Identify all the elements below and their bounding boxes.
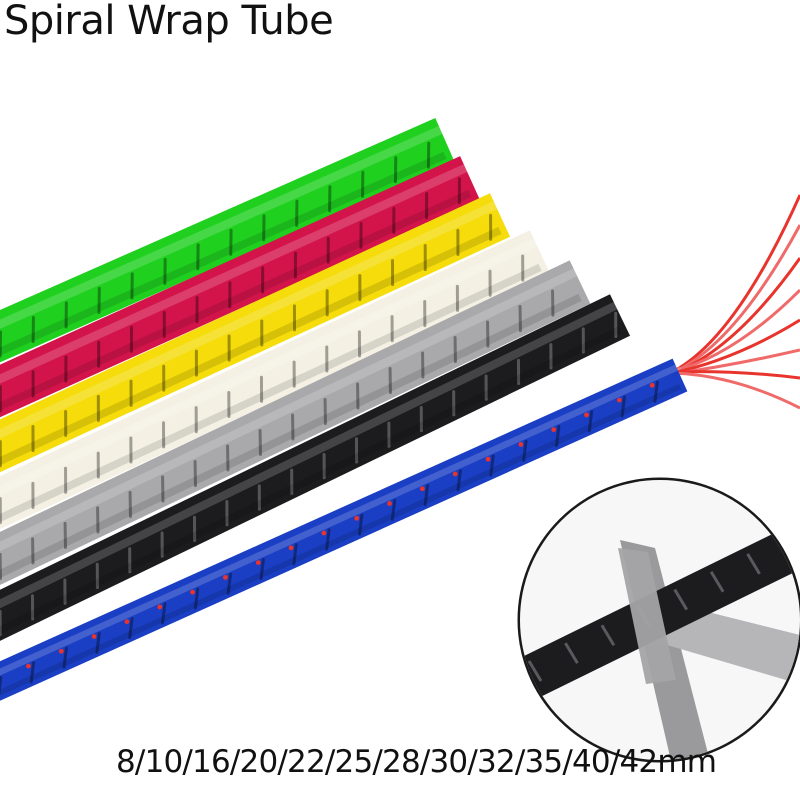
wire-glimpse bbox=[354, 515, 360, 521]
wire-strand bbox=[671, 224, 800, 375]
spiral-slit bbox=[653, 380, 659, 403]
spiral-slit bbox=[62, 646, 68, 669]
wire-strand bbox=[671, 318, 800, 375]
tube-gray bbox=[0, 260, 591, 586]
wire-glimpse bbox=[255, 560, 261, 566]
tube-black bbox=[0, 294, 631, 641]
spiral-slit bbox=[226, 572, 233, 595]
wire-glimpse bbox=[222, 574, 228, 580]
wire-glimpse bbox=[452, 471, 458, 477]
wire-glimpse bbox=[419, 486, 425, 492]
exposed-wires bbox=[671, 194, 800, 410]
spiral-slit bbox=[390, 498, 397, 521]
spiral-slit bbox=[522, 439, 528, 462]
spiral-slit bbox=[29, 661, 36, 684]
spiral-slit bbox=[673, 588, 689, 611]
wire-glimpse bbox=[551, 427, 557, 433]
spiral-slit bbox=[587, 410, 594, 433]
wire-glimpse bbox=[26, 663, 31, 669]
spiral-slit bbox=[95, 631, 101, 654]
spiral-slit bbox=[325, 528, 331, 551]
spiral-slit bbox=[600, 624, 616, 647]
wire-strand bbox=[671, 194, 800, 374]
scissors-inset bbox=[517, 477, 800, 763]
wire-glimpse bbox=[91, 634, 97, 639]
scissor-blade bbox=[618, 548, 676, 684]
wire-strand bbox=[671, 370, 800, 380]
wire-strand bbox=[671, 257, 800, 376]
wire-glimpse bbox=[288, 545, 294, 551]
spiral-slit bbox=[456, 469, 462, 492]
product-title: Spiral Wrap Tube bbox=[4, 0, 334, 44]
wire-glimpse bbox=[321, 530, 327, 536]
wire-glimpse bbox=[485, 456, 491, 462]
spiral-slit bbox=[527, 660, 543, 682]
wire-glimpse bbox=[649, 382, 655, 388]
wire-strand bbox=[671, 288, 800, 374]
spiral-slit bbox=[554, 425, 561, 448]
tube-red bbox=[0, 156, 480, 418]
spiral-slit bbox=[620, 395, 627, 418]
wire-glimpse bbox=[157, 604, 163, 610]
tube-blue bbox=[0, 358, 688, 701]
spiral-slit bbox=[782, 535, 798, 557]
size-list: 8/10/16/20/22/25/28/30/32/35/40/42mm bbox=[116, 744, 717, 780]
spiral-slit bbox=[259, 557, 265, 581]
spiral-slit bbox=[358, 513, 364, 536]
spiral-slit bbox=[161, 602, 167, 625]
spiral-slit bbox=[0, 676, 3, 696]
spiral-slit bbox=[489, 454, 495, 477]
wire-glimpse bbox=[190, 589, 195, 595]
wire-glimpse bbox=[616, 397, 622, 403]
wire-glimpse bbox=[387, 501, 392, 506]
spiral-slit bbox=[193, 587, 200, 610]
spiral-slit bbox=[292, 543, 298, 566]
wire-glimpse bbox=[124, 619, 130, 625]
tube-yellow bbox=[0, 193, 511, 473]
spiral-slit bbox=[746, 553, 761, 575]
tube-white bbox=[0, 230, 551, 530]
spiral-slit bbox=[128, 617, 134, 640]
tube-bundle bbox=[0, 118, 688, 701]
wire-glimpse bbox=[58, 648, 64, 654]
wire-glimpse bbox=[584, 412, 589, 418]
wire-glimpse bbox=[518, 442, 524, 447]
spiral-slit bbox=[564, 642, 579, 664]
wire-strand bbox=[671, 371, 800, 410]
spiral-slit bbox=[709, 570, 725, 593]
scissor-blade bbox=[650, 600, 800, 690]
spiral-slit bbox=[423, 484, 430, 507]
tube-green bbox=[0, 118, 455, 363]
